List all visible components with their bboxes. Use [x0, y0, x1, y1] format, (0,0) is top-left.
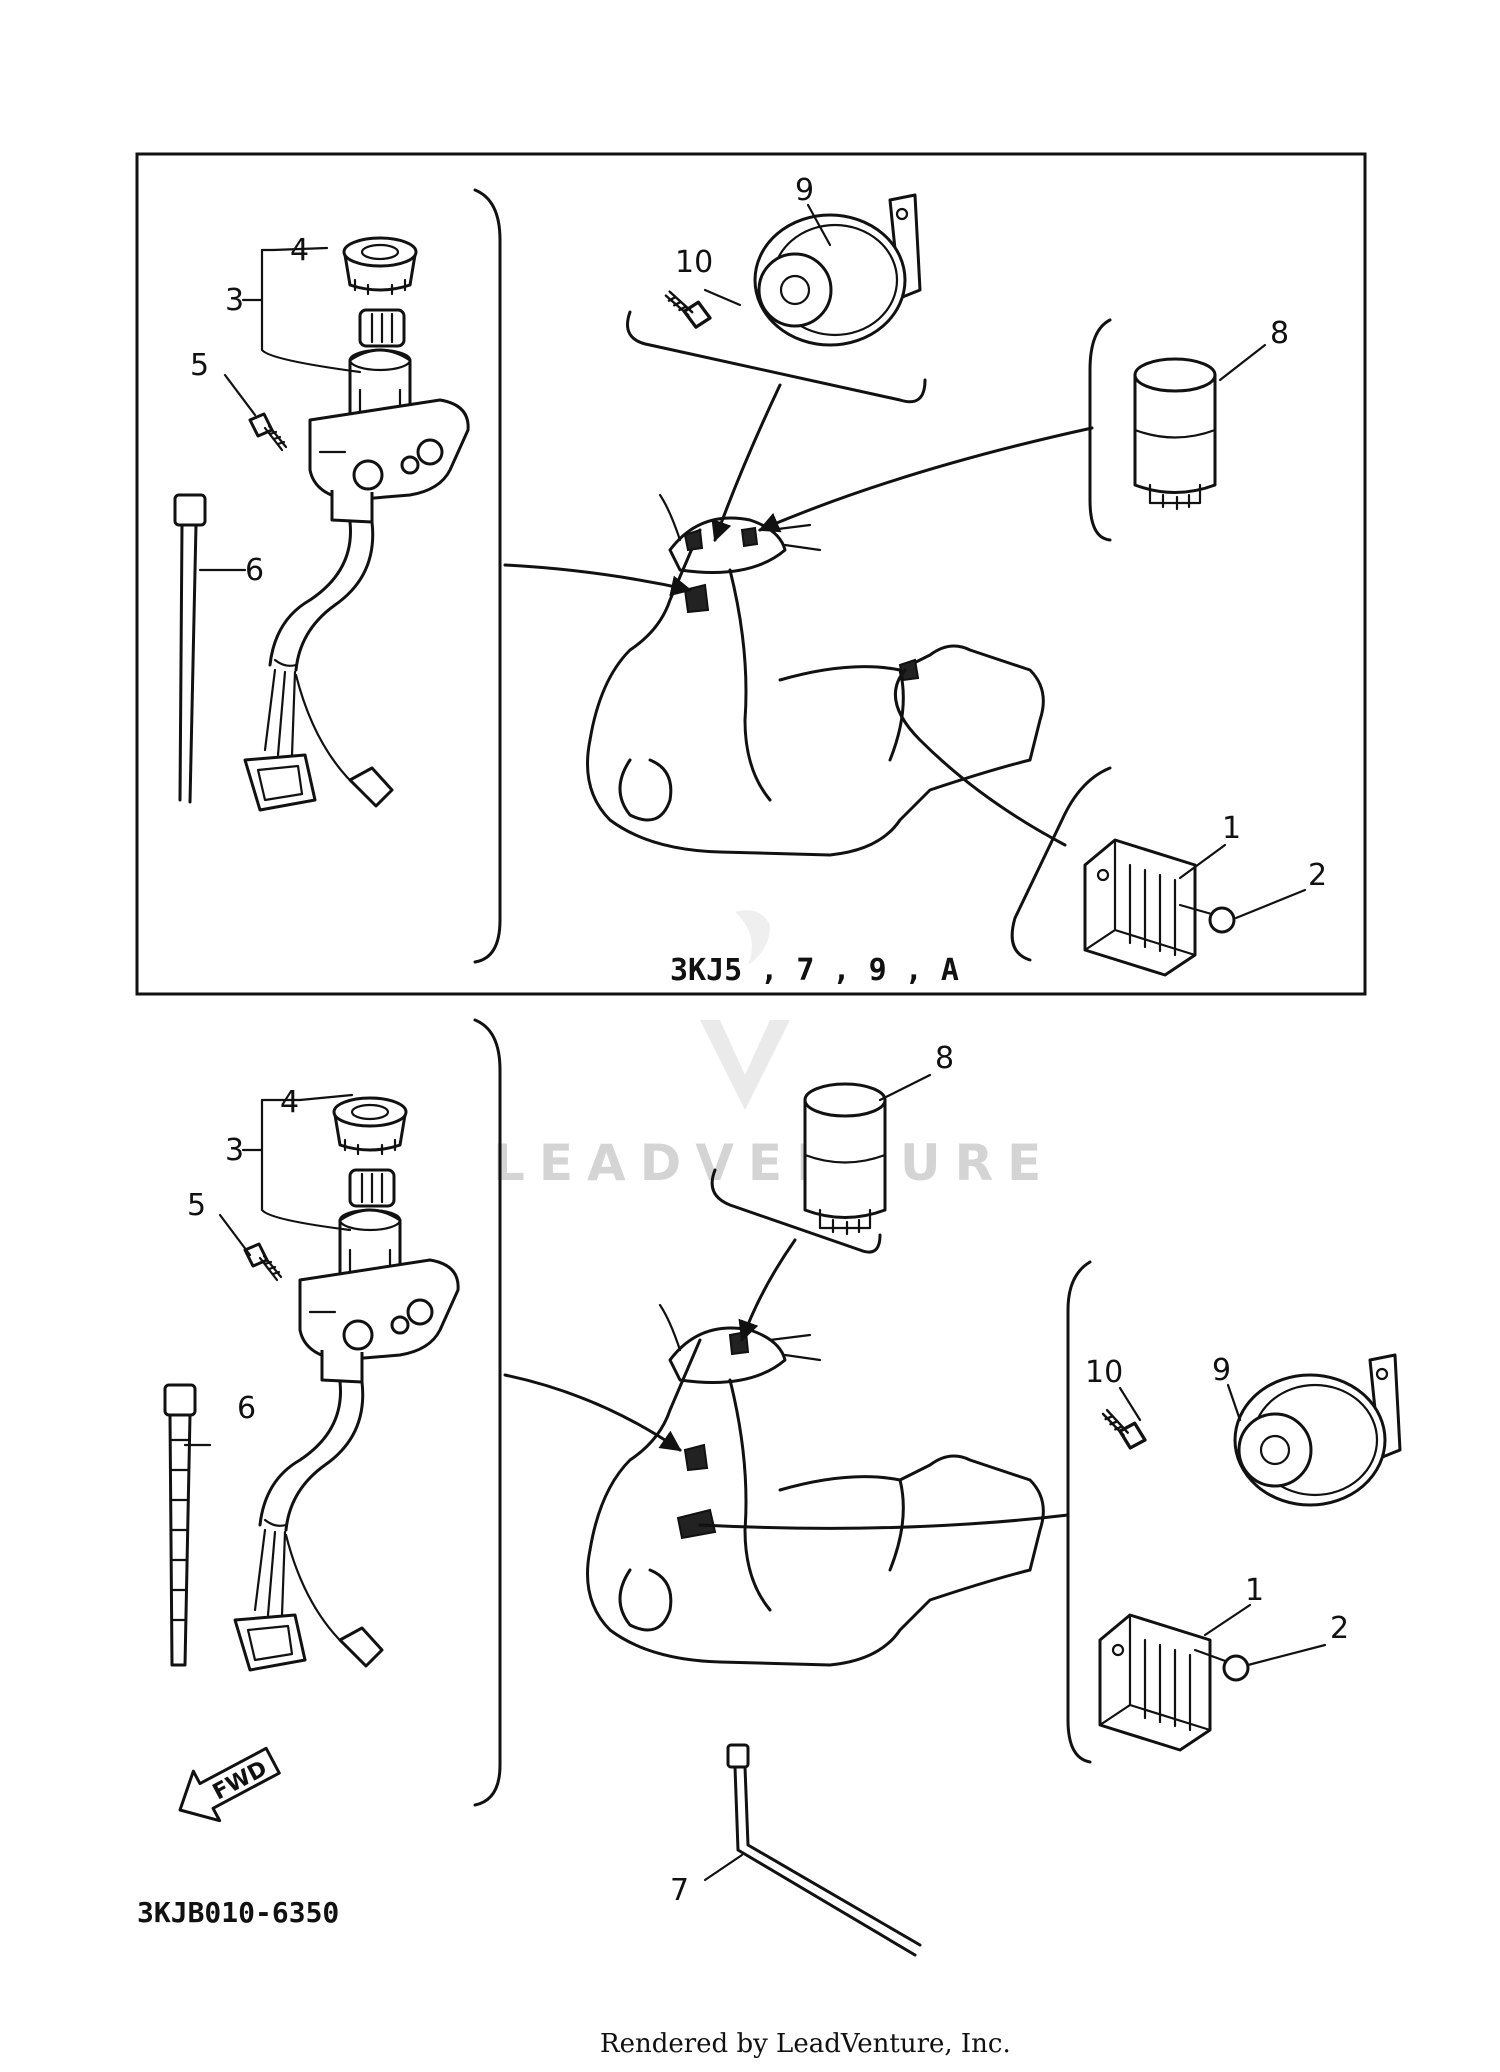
relay-8-top — [1133, 357, 1217, 511]
diagram-code: 3KJB010-6350 — [137, 1896, 339, 1929]
horn-9-top — [753, 193, 922, 347]
callout-3-bottom: 3 — [225, 1133, 244, 1168]
callout-1-top: 1 — [1222, 811, 1241, 846]
callout-10-bottom: 10 — [1085, 1355, 1123, 1390]
screw-5-bottom — [243, 1242, 283, 1282]
callout-9-bottom: 9 — [1212, 1353, 1231, 1388]
main-switch-top — [243, 236, 470, 812]
watermark-text: LEADVENTURE — [493, 1134, 1055, 1192]
leader-regulator-top — [893, 668, 1067, 847]
callout-8-top: 8 — [1270, 316, 1289, 351]
callout-5-top: 5 — [190, 348, 209, 383]
callout-6-top: 6 — [245, 553, 264, 588]
callout-2-top: 2 — [1308, 858, 1327, 893]
screw-5-top — [248, 412, 288, 452]
bolt-2-top — [1178, 903, 1236, 934]
callout-8-bottom: 8 — [935, 1041, 954, 1076]
horn-9-bottom — [1233, 1353, 1402, 1507]
bracket-regulator-top — [1010, 766, 1112, 962]
leader-horn-top — [711, 383, 782, 542]
callout-3-top: 3 — [225, 283, 244, 318]
callout-6-bottom: 6 — [237, 1391, 256, 1426]
callout-4-bottom: 4 — [280, 1085, 299, 1120]
main-switch-bottom — [233, 1096, 460, 1672]
callout-4-top: 4 — [290, 233, 309, 268]
bracket-relay-bottom — [710, 1168, 882, 1254]
callout-leaders-bottom — [183, 1073, 1327, 1882]
variant-label: 3KJ5 , 7 , 9 , A — [670, 953, 959, 988]
fwd-arrow-icon: FWD — [178, 1746, 281, 1823]
footer-credit: Rendered by LeadVenture, Inc. — [600, 2029, 1011, 2059]
leader-relay-bottom — [738, 1238, 797, 1342]
watermark-logo — [700, 910, 790, 1110]
callout-9-top: 9 — [795, 173, 814, 208]
regulator-1-top — [1083, 838, 1197, 977]
bracket-relay-top — [1088, 318, 1112, 542]
regulator-1-bottom — [1098, 1613, 1212, 1752]
callout-10-top: 10 — [675, 245, 713, 280]
bracket-main-switch-bottom — [473, 1018, 502, 1807]
bracket-horn-top — [626, 310, 927, 404]
leader-horn-regulator-bottom — [698, 1513, 1070, 1530]
callout-2-bottom: 2 — [1330, 1611, 1349, 1646]
scooter-body-bottom — [586, 1303, 1045, 1667]
relay-8-bottom — [803, 1082, 887, 1236]
callout-5-bottom: 5 — [187, 1188, 206, 1223]
screw-10-top — [663, 283, 713, 334]
leader-switch-top — [503, 563, 693, 597]
bracket-main-switch-top — [473, 188, 502, 964]
bracket-horn-regulator-bottom — [1066, 1260, 1092, 1764]
bolt-2-bottom — [1193, 1648, 1250, 1682]
screw-10-bottom — [1101, 1405, 1148, 1452]
callout-leaders-top — [198, 203, 1307, 920]
cable-tie-6-top — [173, 493, 207, 804]
leader-switch-bottom — [503, 1373, 682, 1452]
top-variant-frame — [135, 152, 1367, 996]
callout-7: 7 — [670, 1873, 689, 1908]
leader-relay-top — [758, 426, 1094, 533]
wire-lead-7 — [726, 1743, 922, 1957]
callout-1-bottom: 1 — [1245, 1573, 1264, 1608]
cable-tie-6-bottom — [163, 1383, 197, 1667]
scooter-body-top — [586, 493, 1045, 857]
